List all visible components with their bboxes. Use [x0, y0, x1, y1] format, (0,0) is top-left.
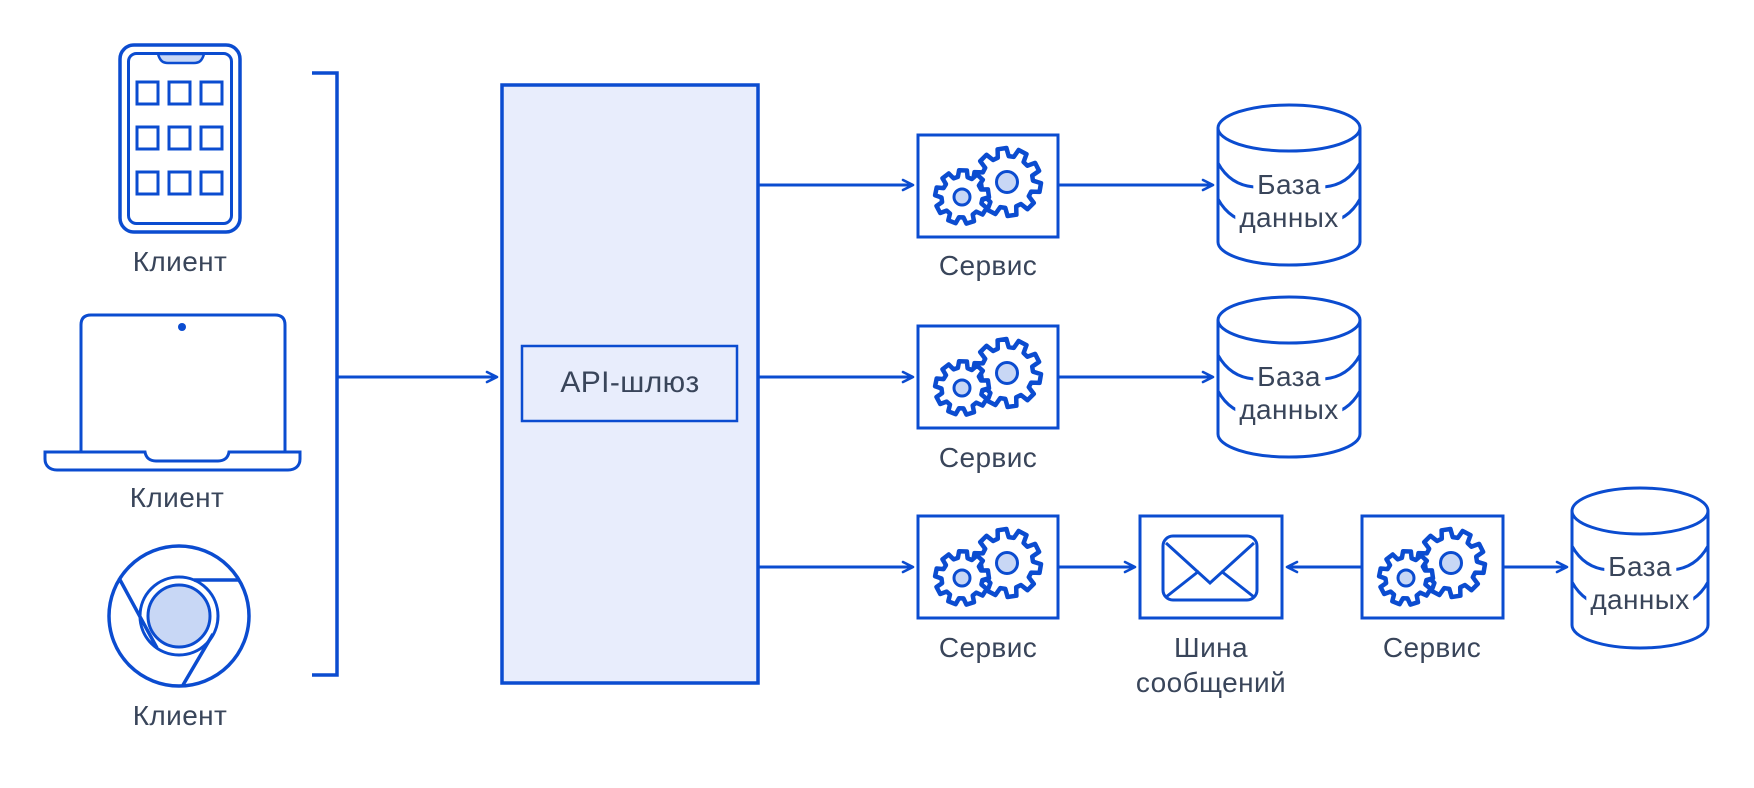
service-2-label: Сервис — [938, 442, 1038, 473]
browser-client-icon — [107, 544, 251, 688]
database-1-label-line1: База — [1253, 169, 1325, 200]
client-1-label: Клиент — [132, 246, 228, 277]
message-bus-box — [1138, 514, 1284, 620]
message-bus-label-line1: Шина — [1174, 632, 1248, 663]
database-3-label-line2: данных — [1586, 584, 1694, 615]
gears-icon-service-1 — [932, 145, 1044, 226]
client-2-label: Клиент — [129, 482, 225, 513]
database-1-icon — [1216, 103, 1362, 267]
database-1-label: База данных — [1235, 168, 1343, 234]
service-4-label: Сервис — [1382, 632, 1482, 663]
mobile-client-icon — [118, 43, 242, 234]
database-3-icon — [1570, 486, 1710, 650]
service-1-label: Сервис — [938, 250, 1038, 281]
database-2-icon — [1216, 295, 1362, 459]
gears-icon-service-4 — [1376, 526, 1488, 607]
api-gateway-label-box — [520, 344, 739, 423]
client-3-label: Клиент — [132, 700, 228, 731]
database-2-label: База данных — [1235, 360, 1343, 426]
database-1-label-line2: данных — [1235, 202, 1343, 233]
gears-icon-service-2 — [932, 336, 1044, 417]
service-3-label: Сервис — [938, 632, 1038, 663]
gears-icon-service-3 — [932, 526, 1044, 607]
api-gateway-label: API-шлюз — [560, 366, 700, 399]
database-3-label-line1: База — [1604, 551, 1676, 582]
envelope-icon — [1161, 534, 1259, 602]
message-bus-label-line2: сообщений — [1135, 667, 1287, 698]
laptop-client-icon — [43, 313, 302, 472]
clients-bracket — [312, 71, 339, 677]
database-3-label: База данных — [1586, 550, 1694, 616]
message-bus-label: Шина сообщений — [1136, 630, 1286, 700]
database-2-label-line2: данных — [1235, 394, 1343, 425]
database-2-label-line1: База — [1253, 361, 1325, 392]
